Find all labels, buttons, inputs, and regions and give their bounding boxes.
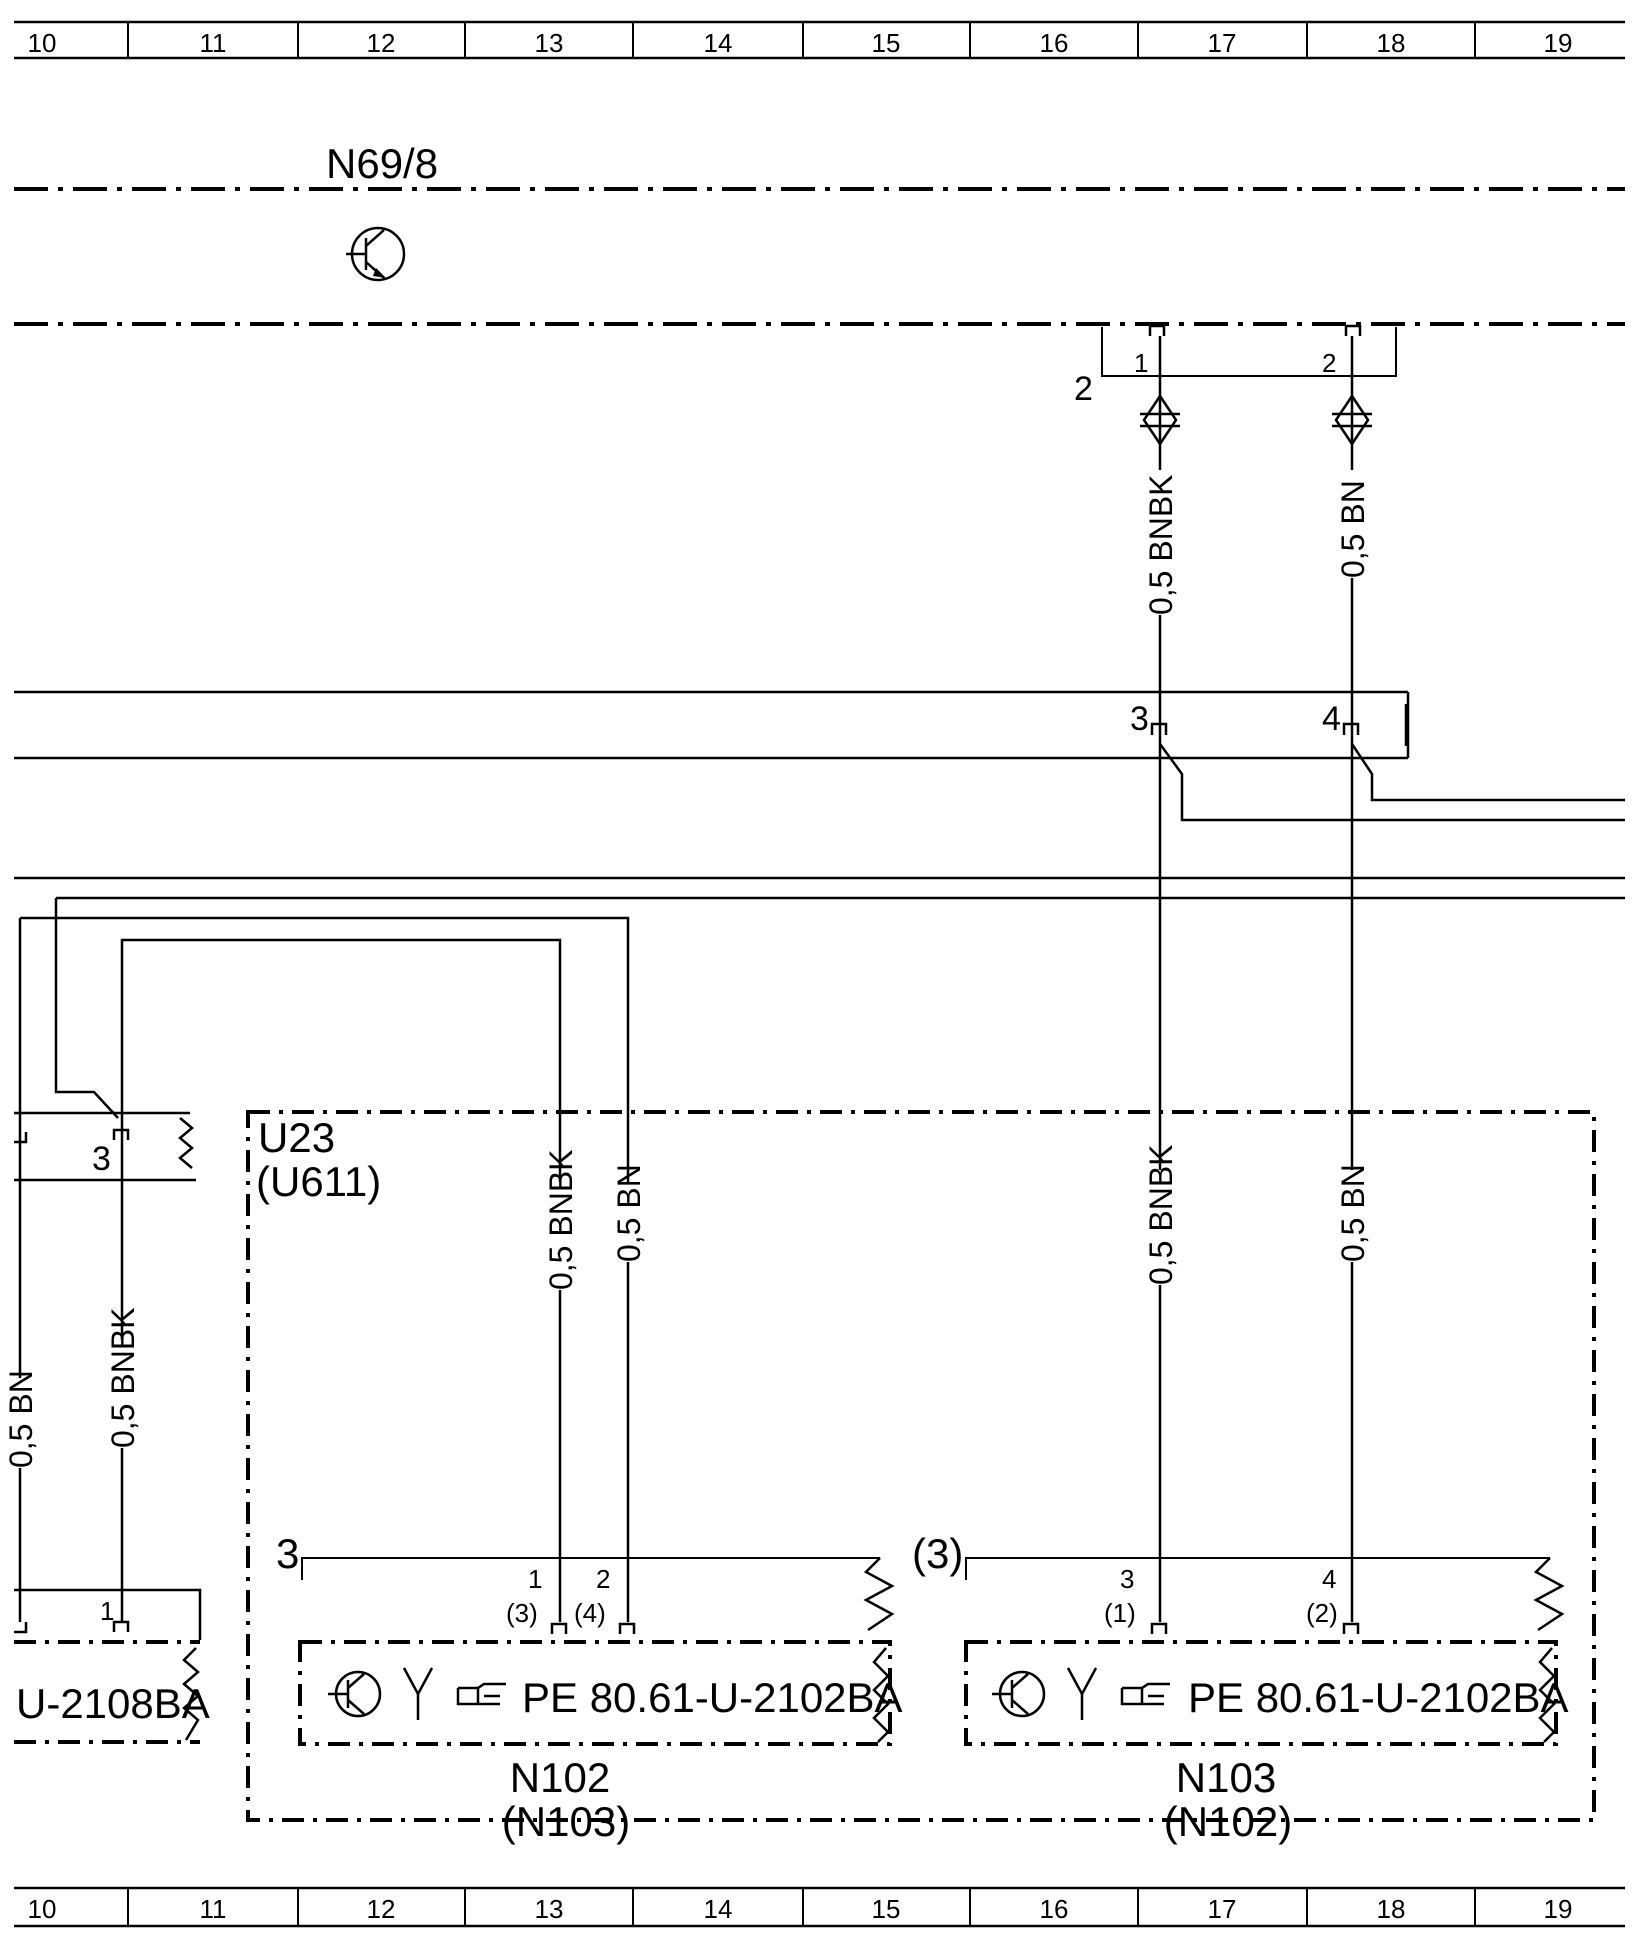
n103-label: N103 (1176, 1754, 1276, 1801)
ruler-col-10: 10 (28, 1894, 57, 1924)
n103-module: (3) 3 (1) 4 (2) PE 80.61-U-2102BA N103 (… (912, 1530, 1569, 1845)
n102-module-ref: PE 80.61-U-2102BA (522, 1674, 903, 1721)
top-connector: 2 1 2 (1074, 324, 1397, 447)
n69-8-label: N69/8 (326, 140, 438, 187)
ruler-col-16: 16 (1040, 28, 1069, 58)
n103-alt-label: (N102) (1164, 1798, 1292, 1845)
bottom-ruler: 10 11 12 13 14 15 16 17 18 19 (14, 1886, 1625, 1928)
ruler-col-15: 15 (872, 1894, 901, 1924)
n103-module-ref: PE 80.61-U-2102BA (1188, 1674, 1569, 1721)
ruler-col-18: 18 (1377, 28, 1406, 58)
transistor-icon (992, 1670, 1046, 1718)
wire-label-left-bn: 0,5 BN (3, 1370, 39, 1468)
ruler-col-13: 13 (535, 28, 564, 58)
ruler-col-17: 17 (1208, 28, 1237, 58)
top-ruler: 10 11 12 13 14 15 16 17 18 19 (14, 20, 1625, 60)
left-routing (18, 898, 630, 1622)
wire-label-n102-bn: 0,5 BN (611, 1164, 647, 1262)
n102-pin-2: 2 (596, 1564, 610, 1594)
wire-label-top-bnbk: 0,5 BNBK (1143, 474, 1179, 615)
antenna-icon (1066, 1667, 1098, 1720)
left-bottom-pin-1: 1 (100, 1596, 114, 1626)
ruler-col-17: 17 (1208, 1894, 1237, 1924)
wire-label-top-bn: 0,5 BN (1335, 480, 1371, 578)
n103-pin-4-alt: (2) (1306, 1598, 1338, 1628)
mid-pin-4: 4 (1322, 700, 1341, 738)
ruler-col-13: 13 (535, 1894, 564, 1924)
ruler-col-11: 11 (200, 1894, 227, 1924)
pointing-hand-icon (456, 1682, 506, 1706)
n102-pin-1-alt: (3) (506, 1598, 538, 1628)
wire-label-n103-bnbk: 0,5 BNBK (1143, 1144, 1179, 1285)
ruler-col-19: 19 (1544, 28, 1573, 58)
ruler-col-19: 19 (1544, 1894, 1573, 1924)
left-module-ref: U-2108BA (16, 1680, 210, 1727)
right-wires (1158, 336, 1354, 1622)
n103-pin-4: 4 (1322, 1564, 1336, 1594)
ruler-col-10: 10 (28, 28, 57, 58)
ruler-col-14: 14 (704, 1894, 733, 1924)
transistor-icon (328, 1670, 382, 1718)
pointing-hand-icon (1120, 1682, 1170, 1706)
n102-group-label: 3 (276, 1530, 299, 1577)
n69-8-module: N69/8 (14, 140, 1625, 326)
top-group-label: 2 (1074, 370, 1093, 408)
ruler-col-12: 12 (367, 28, 396, 58)
u23-label: U23 (258, 1114, 335, 1161)
ruler-col-15: 15 (872, 28, 901, 58)
n103-group-label: (3) (912, 1530, 963, 1577)
ruler-col-12: 12 (367, 1894, 396, 1924)
mid-pin-3: 3 (1130, 700, 1149, 738)
n102-pin-1: 1 (528, 1564, 542, 1594)
n102-module: 3 1 (3) 2 (4) PE 80.61-U-2102BA N102 (N1… (276, 1530, 903, 1845)
ruler-col-11: 11 (200, 28, 227, 58)
top-pin-1: 1 (1134, 348, 1148, 378)
transistor-icon (346, 226, 406, 282)
ruler-col-14: 14 (704, 28, 733, 58)
n102-pin-2-alt: (4) (574, 1598, 606, 1628)
n103-pin-3-alt: (1) (1104, 1598, 1136, 1628)
left-module: 1 U-2108BA (14, 1588, 210, 1744)
wire-label-n102-bnbk: 0,5 BNBK (543, 1149, 579, 1290)
left-connector: 3 (14, 1111, 196, 1182)
n103-pin-3: 3 (1120, 1564, 1134, 1594)
left-pin-3: 3 (92, 1140, 111, 1178)
ruler-col-18: 18 (1377, 1894, 1406, 1924)
middle-harness (14, 690, 1625, 900)
u23-module: U23 (U611) (246, 1110, 1596, 1822)
n102-alt-label: (N103) (502, 1798, 630, 1845)
top-pin-2: 2 (1322, 348, 1336, 378)
n102-label: N102 (510, 1754, 610, 1801)
ruler-col-16: 16 (1040, 1894, 1069, 1924)
antenna-icon (402, 1667, 434, 1720)
wire-label-left-bnbk: 0,5 BNBK (105, 1307, 141, 1448)
wire-label-n103-bn: 0,5 BN (1335, 1164, 1371, 1262)
u611-label: (U611) (256, 1158, 381, 1205)
